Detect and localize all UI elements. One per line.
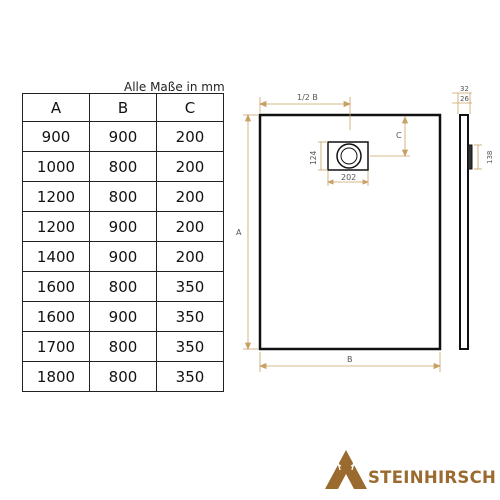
c-label: C [396,131,402,140]
cell-b: 900 [89,241,157,272]
cell-b: 900 [89,121,157,152]
units-label: Alle Maße in mm [124,80,225,94]
table-header-row: A B C [22,93,224,122]
drain-width-label: 202 [341,173,356,182]
b-label: B [347,355,353,364]
drain-height-dimension [318,141,328,171]
side-height-dimension [474,144,482,170]
table-row: 1200 800 200 [22,181,224,212]
cell-a: 1200 [22,181,90,212]
side-drain-outlet [467,144,473,170]
side-inner-label: 26 [460,95,469,103]
drain-height-label: 124 [309,150,318,165]
side-height-label: 138 [486,151,494,164]
table-row: 1000 800 200 [22,151,224,182]
table-row: 1600 800 350 [22,271,224,302]
cell-a: 1600 [22,301,90,332]
cell-a: 1400 [22,241,90,272]
cell-c: 200 [156,121,224,152]
half-b-dimension [258,97,352,130]
column-header-c: C [156,93,224,122]
column-header-a: A [22,93,90,122]
table-row: 1800 800 350 [22,361,224,392]
steinhirsch-logo [325,450,367,489]
stag-head-icon [338,474,354,489]
cell-c: 200 [156,151,224,182]
cell-a: 1000 [22,151,90,182]
drain-width-dimension [326,171,370,186]
cell-b: 800 [89,151,157,182]
dimensions-table: A B C 900 900 200 1000 800 200 1200 800 … [22,93,224,392]
cell-c: 350 [156,361,224,392]
drain-inner-ring [340,147,358,165]
cell-c: 200 [156,211,224,242]
table-row: 900 900 200 [22,121,224,152]
table-row: 1400 900 200 [22,241,224,272]
half-b-label: 1/2 B [297,93,318,102]
b-dimension [258,352,442,372]
side-top-dimension [452,92,472,114]
cell-b: 800 [89,181,157,212]
table-row: 1600 900 350 [22,301,224,332]
cell-b: 900 [89,301,157,332]
brand-name: STEINHIRSCH [368,468,497,487]
side-profile [459,114,473,350]
a-label: A [236,228,242,237]
table-row: 1200 900 200 [22,211,224,242]
column-header-b: B [89,93,157,122]
cell-b: 800 [89,361,157,392]
mountain-icon [325,450,367,489]
antlers-icon [335,461,357,471]
a-dimension [243,113,258,351]
cell-a: 1800 [22,361,90,392]
side-profile-outline [459,114,469,350]
c-dimension [370,115,410,158]
cell-c: 350 [156,271,224,302]
cell-c: 200 [156,181,224,212]
side-top-label: 32 [460,85,469,93]
cell-c: 350 [156,301,224,332]
cell-b: 900 [89,211,157,242]
